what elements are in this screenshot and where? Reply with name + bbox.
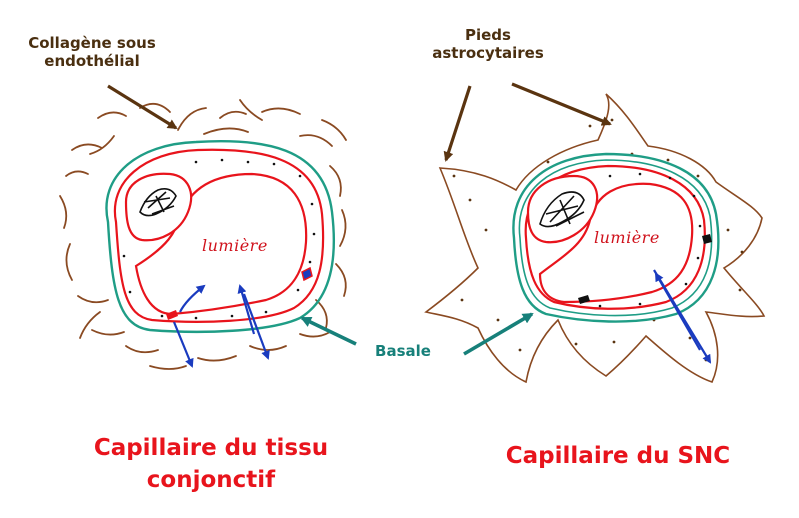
junction-right-1 xyxy=(702,234,712,244)
basement-membrane-right-2 xyxy=(518,159,713,317)
collagen-label: Collagène sous endothélial xyxy=(8,34,176,70)
transport-arrows-left xyxy=(172,284,270,368)
astrocyte-feet xyxy=(424,93,766,384)
title-left-line1: Capillaire du tissu xyxy=(93,435,329,461)
transport-arrow-right-back xyxy=(654,272,701,351)
pieds-label: Pieds astrocytaires xyxy=(408,26,568,62)
junction-right-2 xyxy=(578,295,590,304)
chromatin-right xyxy=(539,191,585,228)
collagen-arrow xyxy=(107,84,178,130)
cytoplasm-dots-left xyxy=(122,158,316,320)
basement-membrane-right xyxy=(512,152,720,323)
title-cns-capillary: Capillaire du SNC xyxy=(505,443,731,469)
collagen-label-line1: Collagène sous xyxy=(28,34,156,52)
pieds-arrow-left xyxy=(443,85,472,162)
pieds-arrow-right xyxy=(511,82,612,126)
pieds-label-line2: astrocytaires xyxy=(432,44,544,62)
connective-capillary xyxy=(59,84,347,370)
title-connective-capillary: Capillaire du tissu conjonctif xyxy=(66,432,356,496)
endothelium-outer-left xyxy=(113,148,325,323)
basale-arrow-left xyxy=(300,316,357,346)
title-left-line2: conjonctif xyxy=(146,467,276,494)
cns-capillary xyxy=(424,82,766,384)
cytoplasm-dots-right xyxy=(598,172,702,308)
lumen-label-left: lumière xyxy=(202,236,268,255)
pieds-label-line1: Pieds xyxy=(465,26,511,44)
junction-left-2 xyxy=(166,310,178,320)
basale-label: Basale xyxy=(375,342,431,360)
basale-arrow-right xyxy=(463,312,534,356)
nucleus-left xyxy=(124,172,193,242)
endothelium-outer-right xyxy=(524,164,706,310)
lumen-label-right: lumière xyxy=(594,228,660,247)
chromatin-left xyxy=(139,188,177,217)
basement-membrane-left xyxy=(105,139,335,334)
collagen-fibers xyxy=(59,99,347,370)
junction-left-1 xyxy=(301,266,313,282)
collagen-label-line2: endothélial xyxy=(44,52,140,70)
